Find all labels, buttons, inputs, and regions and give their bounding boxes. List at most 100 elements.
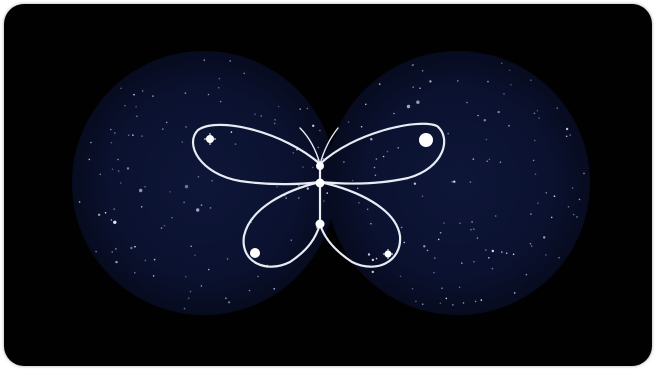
background-star: [105, 212, 107, 214]
background-star: [141, 206, 143, 208]
background-star: [184, 308, 186, 310]
background-star: [470, 229, 472, 231]
background-star: [139, 189, 142, 192]
background-star: [171, 217, 173, 219]
background-star: [422, 195, 424, 197]
background-star: [415, 301, 417, 303]
background-star: [510, 84, 512, 86]
background-star: [538, 117, 540, 119]
background-star: [358, 202, 360, 204]
background-star: [285, 197, 287, 199]
background-star: [110, 129, 112, 131]
background-star: [470, 181, 472, 183]
background-star: [569, 134, 571, 136]
star-lower-left: [250, 248, 260, 258]
background-star: [447, 133, 449, 135]
background-star: [393, 113, 395, 115]
background-star: [117, 159, 119, 161]
background-star: [185, 185, 188, 188]
background-star: [201, 204, 203, 206]
background-star: [257, 276, 259, 278]
background-star: [185, 126, 187, 128]
background-star: [509, 70, 511, 72]
binocular-view: [4, 4, 652, 366]
background-star: [576, 216, 578, 218]
background-star: [135, 106, 137, 108]
background-star: [375, 175, 377, 177]
background-star: [227, 258, 229, 260]
background-star: [210, 207, 212, 209]
background-star: [481, 299, 483, 301]
background-star: [500, 161, 502, 163]
background-star: [486, 139, 488, 141]
background-star: [485, 249, 487, 251]
background-star: [427, 250, 429, 252]
background-star: [111, 219, 113, 221]
background-star: [183, 202, 185, 204]
background-star: [218, 87, 220, 89]
background-star: [326, 192, 328, 194]
background-star: [407, 105, 410, 108]
background-star: [361, 126, 363, 128]
background-star: [190, 291, 192, 293]
background-star: [152, 95, 154, 97]
binocular-frame: [4, 4, 652, 366]
background-star: [566, 128, 568, 130]
background-star: [423, 245, 425, 247]
background-star: [534, 113, 536, 115]
background-star: [115, 261, 117, 263]
background-star: [112, 169, 114, 171]
background-star: [514, 292, 516, 294]
background-star: [477, 115, 479, 117]
background-star: [134, 272, 136, 274]
background-star: [208, 269, 210, 271]
background-star: [276, 186, 278, 188]
background-star: [441, 287, 443, 289]
background-star: [208, 94, 210, 96]
background-star: [546, 192, 548, 194]
background-star: [166, 122, 168, 124]
background-star: [111, 251, 113, 253]
background-star: [486, 160, 488, 162]
background-star: [537, 202, 539, 204]
background-star: [438, 239, 440, 241]
background-star: [433, 272, 435, 274]
background-star: [422, 303, 424, 305]
background-star: [312, 125, 314, 127]
background-star: [115, 248, 117, 250]
background-star: [153, 275, 155, 277]
background-star: [583, 173, 585, 175]
background-star: [196, 208, 199, 211]
star-body-middle: [316, 179, 325, 188]
background-star: [219, 78, 221, 80]
background-star: [457, 80, 459, 82]
background-star: [198, 176, 200, 178]
background-star: [412, 86, 414, 88]
background-star: [488, 257, 490, 259]
background-star: [473, 158, 475, 160]
background-star: [128, 134, 130, 136]
background-star: [298, 185, 300, 187]
background-star: [551, 217, 553, 219]
background-star: [204, 59, 206, 61]
background-star: [543, 236, 545, 238]
background-star: [220, 101, 222, 103]
background-star: [492, 250, 494, 252]
background-star: [477, 237, 479, 239]
background-star: [533, 160, 535, 162]
background-star: [453, 181, 455, 183]
star-body-lower: [316, 220, 325, 229]
background-star: [145, 260, 147, 262]
background-star: [461, 262, 463, 264]
background-star: [372, 271, 374, 273]
background-star: [503, 93, 505, 95]
background-star: [164, 225, 166, 227]
background-star: [466, 102, 468, 104]
background-star: [136, 116, 138, 118]
background-star: [348, 121, 350, 123]
background-star: [274, 123, 276, 125]
background-star: [419, 87, 421, 89]
background-star: [471, 221, 473, 223]
background-star: [572, 187, 574, 189]
background-star: [440, 232, 442, 234]
